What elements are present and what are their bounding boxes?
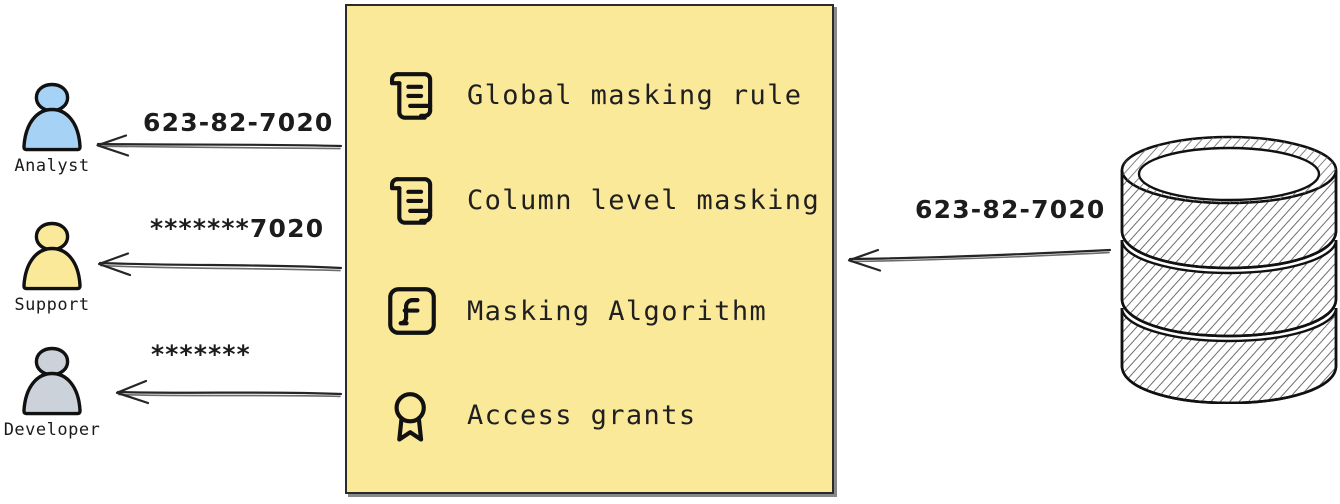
panel-item-access-grants[interactable]: Access grants	[383, 386, 697, 444]
flow-label-developer: *******	[151, 340, 251, 369]
panel-item-label: Masking Algorithm	[467, 295, 768, 327]
panel-item-label: Column level masking	[467, 184, 821, 216]
panel-item-column-level-masking[interactable]: Column level masking	[383, 171, 820, 229]
scroll-icon	[389, 177, 433, 225]
arrow-database-to-panel	[847, 248, 1112, 272]
person-icon	[22, 221, 82, 291]
database-segment-top	[1120, 135, 1338, 270]
actor-label: Analyst	[14, 156, 90, 176]
actor-analyst[interactable]: Analyst	[0, 74, 112, 176]
arrow-to-developer	[115, 379, 343, 405]
database-icon	[1120, 135, 1338, 404]
flow-label-support: *******7020	[150, 214, 325, 243]
arrow-to-support	[97, 252, 343, 277]
function-icon	[388, 287, 436, 335]
award-ribbon-icon	[394, 392, 426, 442]
panel-item-label: Access grants	[467, 399, 697, 431]
flow-label-database: 623-82-7020	[915, 195, 1106, 224]
database-cylinder[interactable]	[1113, 112, 1340, 404]
actor-developer[interactable]: Developer	[0, 338, 112, 440]
actor-label: Support	[14, 295, 90, 315]
person-icon	[22, 346, 82, 416]
masking-policies-panel: Global masking rule Column level masking	[345, 4, 834, 494]
actor-support[interactable]: Support	[0, 213, 112, 315]
panel-item-label: Global masking rule	[467, 79, 803, 111]
person-icon	[22, 82, 82, 152]
panel-item-masking-algorithm[interactable]: Masking Algorithm	[383, 282, 767, 340]
flow-label-analyst: 623-82-7020	[143, 108, 334, 137]
actor-label: Developer	[3, 420, 101, 440]
scroll-icon	[389, 72, 433, 120]
panel-item-global-masking-rule[interactable]: Global masking rule	[383, 66, 802, 124]
arrow-to-analyst	[96, 134, 343, 157]
